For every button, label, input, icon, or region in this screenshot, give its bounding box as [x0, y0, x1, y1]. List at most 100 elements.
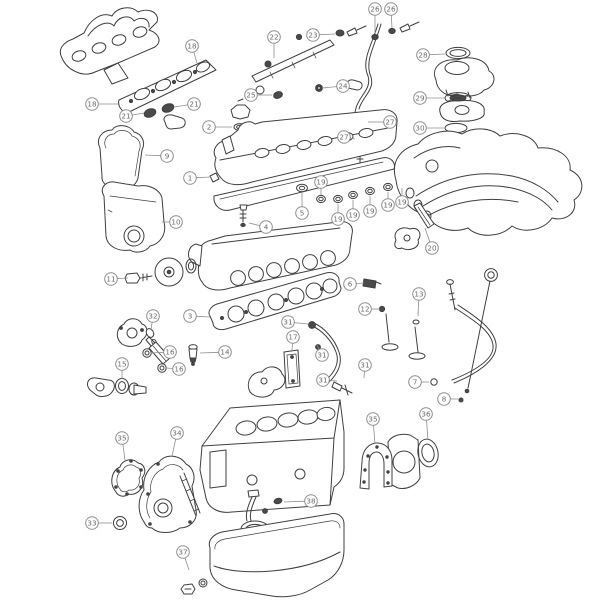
- callout-balloon[interactable]: [366, 412, 380, 426]
- callout-balloon[interactable]: [202, 120, 216, 134]
- callout-18[interactable]: 18: [185, 39, 199, 64]
- callout-balloon[interactable]: [172, 362, 186, 376]
- callout-27[interactable]: 27: [337, 130, 356, 144]
- callout-balloon[interactable]: [267, 30, 281, 44]
- callout-19[interactable]: 19: [395, 188, 409, 209]
- callout-2[interactable]: 2: [202, 120, 232, 134]
- callout-13[interactable]: 13: [412, 287, 426, 317]
- callout-balloon[interactable]: [358, 358, 372, 372]
- callout-balloon[interactable]: [416, 48, 430, 62]
- callout-balloon[interactable]: [160, 149, 174, 163]
- callout-1[interactable]: 1: [183, 171, 212, 185]
- callout-12[interactable]: 12: [358, 302, 380, 316]
- callout-balloon[interactable]: [337, 130, 351, 144]
- callout-balloon[interactable]: [315, 348, 329, 362]
- callout-balloon[interactable]: [306, 28, 320, 42]
- callout-31[interactable]: 31: [358, 358, 372, 379]
- callout-16[interactable]: 16: [151, 345, 177, 359]
- callout-21[interactable]: 21: [173, 97, 201, 111]
- callout-balloon[interactable]: [395, 195, 409, 209]
- callout-balloon[interactable]: [368, 2, 382, 16]
- callout-balloon[interactable]: [115, 431, 129, 445]
- callout-38[interactable]: 38: [283, 494, 318, 508]
- callout-19[interactable]: 19: [363, 196, 377, 218]
- callout-balloon[interactable]: [295, 206, 309, 220]
- callout-balloon[interactable]: [85, 97, 99, 111]
- callout-23[interactable]: 23: [306, 28, 336, 42]
- callout-balloon[interactable]: [183, 171, 197, 185]
- callout-balloon[interactable]: [316, 373, 330, 387]
- callout-balloon[interactable]: [85, 516, 99, 530]
- callout-balloon[interactable]: [119, 109, 133, 123]
- callout-balloon[interactable]: [437, 392, 451, 406]
- callout-37[interactable]: 37: [176, 545, 190, 571]
- callout-balloon[interactable]: [336, 79, 350, 93]
- callout-19[interactable]: 19: [346, 200, 360, 222]
- callout-balloon[interactable]: [163, 345, 177, 359]
- callout-25[interactable]: 25: [244, 88, 272, 102]
- callout-3[interactable]: 3: [183, 309, 211, 323]
- callout-balloon[interactable]: [259, 220, 273, 234]
- callout-9[interactable]: 9: [144, 149, 174, 163]
- callout-31[interactable]: 31: [315, 344, 329, 362]
- callout-29[interactable]: 29: [413, 91, 444, 105]
- callout-balloon[interactable]: [384, 2, 398, 16]
- callout-31[interactable]: 31: [316, 373, 338, 387]
- callout-balloon[interactable]: [346, 208, 360, 222]
- callout-balloon[interactable]: [358, 302, 372, 316]
- callout-34[interactable]: 34: [170, 426, 184, 457]
- callout-balloon[interactable]: [381, 198, 395, 212]
- callout-10[interactable]: 10: [162, 215, 183, 229]
- callout-balloon[interactable]: [169, 215, 183, 229]
- callout-balloon[interactable]: [412, 287, 426, 301]
- callout-balloon[interactable]: [425, 241, 439, 255]
- callout-balloon[interactable]: [363, 204, 377, 218]
- callout-7[interactable]: 7: [408, 375, 429, 389]
- callout-11[interactable]: 11: [104, 272, 129, 286]
- callout-35[interactable]: 35: [366, 412, 380, 445]
- callout-21[interactable]: 21: [119, 109, 145, 123]
- callout-19[interactable]: 19: [381, 192, 395, 212]
- callout-17[interactable]: 17: [286, 330, 300, 351]
- callout-balloon[interactable]: [104, 272, 118, 286]
- callout-36[interactable]: 36: [419, 407, 433, 441]
- callout-balloon[interactable]: [413, 91, 427, 105]
- callout-balloon[interactable]: [408, 375, 422, 389]
- callout-35[interactable]: 35: [115, 431, 129, 461]
- callout-19[interactable]: 19: [314, 175, 328, 195]
- callout-4[interactable]: 4: [248, 220, 273, 234]
- callout-32[interactable]: 32: [146, 309, 160, 331]
- callout-31[interactable]: 31: [281, 315, 309, 329]
- callout-30[interactable]: 30: [413, 121, 444, 135]
- callout-balloon[interactable]: [176, 545, 190, 559]
- callout-balloon[interactable]: [383, 115, 397, 129]
- callout-balloon[interactable]: [419, 407, 433, 421]
- callout-balloon[interactable]: [146, 309, 160, 323]
- callout-28[interactable]: 28: [416, 48, 446, 62]
- callout-15[interactable]: 15: [115, 357, 129, 379]
- callout-balloon[interactable]: [304, 494, 318, 508]
- callout-balloon[interactable]: [331, 212, 345, 226]
- callout-balloon[interactable]: [115, 357, 129, 371]
- callout-26[interactable]: 26: [384, 2, 398, 29]
- callout-6[interactable]: 6: [343, 277, 365, 291]
- callout-balloon[interactable]: [281, 315, 295, 329]
- callout-20[interactable]: 20: [424, 227, 439, 255]
- callout-24[interactable]: 24: [321, 79, 350, 93]
- callout-5[interactable]: 5: [295, 193, 309, 220]
- callout-balloon[interactable]: [244, 88, 258, 102]
- callout-27[interactable]: 27: [368, 115, 397, 129]
- callout-balloon[interactable]: [183, 309, 197, 323]
- callout-33[interactable]: 33: [85, 516, 112, 530]
- callout-balloon[interactable]: [218, 345, 232, 359]
- callout-26[interactable]: 26: [368, 2, 382, 33]
- callout-balloon[interactable]: [314, 175, 328, 189]
- callout-18[interactable]: 18: [85, 97, 120, 111]
- callout-balloon[interactable]: [185, 39, 199, 53]
- callout-balloon[interactable]: [187, 97, 201, 111]
- callout-balloon[interactable]: [413, 121, 427, 135]
- callout-8[interactable]: 8: [437, 392, 458, 406]
- callout-22[interactable]: 22: [267, 30, 281, 58]
- callout-balloon[interactable]: [343, 277, 357, 291]
- callout-balloon[interactable]: [170, 426, 184, 440]
